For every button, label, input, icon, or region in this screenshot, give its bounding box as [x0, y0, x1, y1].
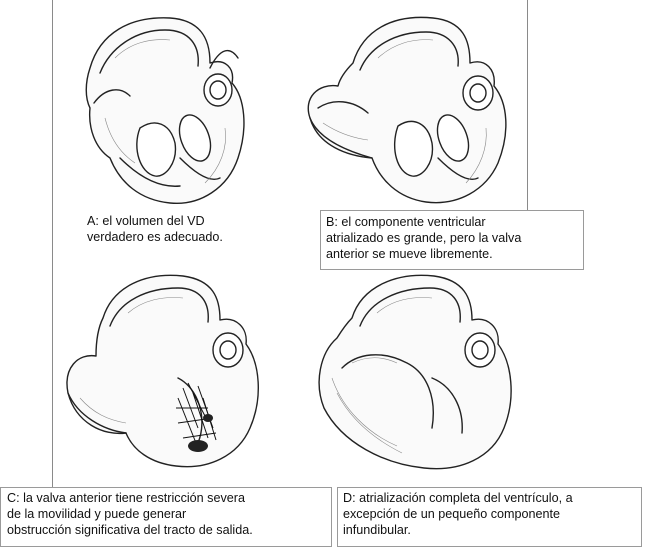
- heart-illustration-c: [58, 268, 273, 473]
- caption-d: D: atrialización completa del ventrículo…: [343, 490, 573, 538]
- heart-illustration-a: [60, 8, 260, 208]
- caption-c-line-1: C: la valva anterior tiene restricción s…: [7, 490, 253, 506]
- caption-d-line-2: excepción de un pequeño componente: [343, 506, 573, 522]
- caption-a-line-2: verdadero es adecuado.: [87, 229, 223, 245]
- caption-d-line-1: D: atrialización completa del ventrículo…: [343, 490, 573, 506]
- caption-b-line-1: B: el componente ventricular: [326, 214, 521, 230]
- heart-illustration-b: [298, 8, 523, 208]
- caption-b-line-3: anterior se mueve libremente.: [326, 246, 521, 262]
- caption-b-line-2: atrializado es grande, pero la valva: [326, 230, 521, 246]
- frame-right-line: [527, 0, 528, 214]
- caption-d-line-3: infundibular.: [343, 522, 573, 538]
- caption-a-line-1: A: el volumen del VD: [87, 213, 223, 229]
- heart-illustration-d: [312, 268, 527, 473]
- caption-c-line-2: de la movilidad y puede generar: [7, 506, 253, 522]
- caption-b: B: el componente ventricular atrializado…: [326, 214, 521, 262]
- caption-c: C: la valva anterior tiene restricción s…: [7, 490, 253, 538]
- frame-left-line: [52, 0, 53, 487]
- caption-a: A: el volumen del VD verdadero es adecua…: [87, 213, 223, 245]
- caption-c-line-3: obstrucción significativa del tracto de …: [7, 522, 253, 538]
